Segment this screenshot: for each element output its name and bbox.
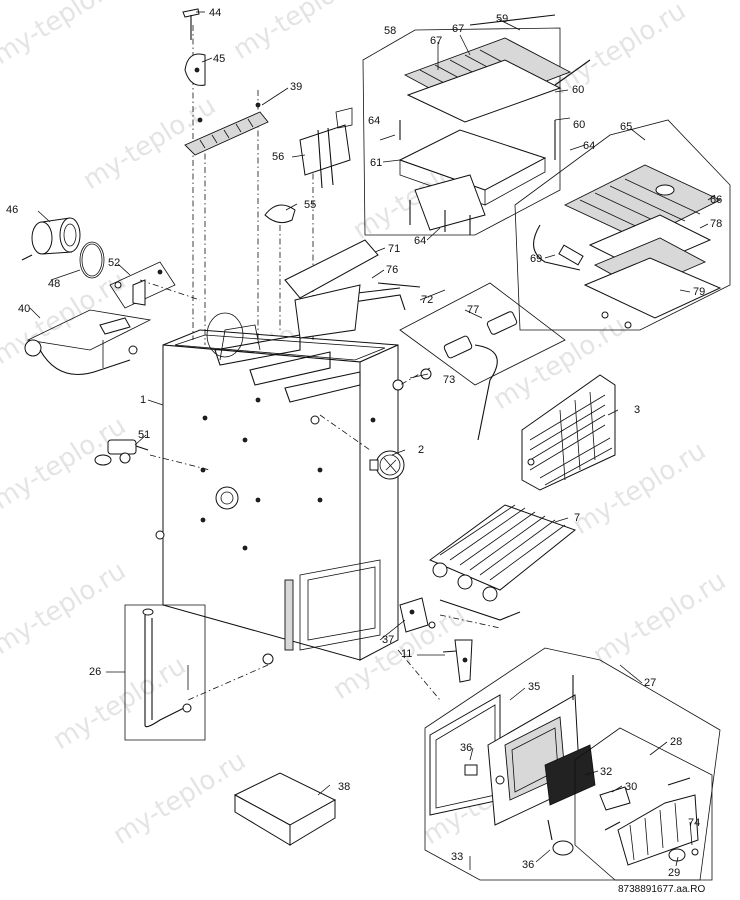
label-56: 56 xyxy=(272,151,284,163)
label-52: 52 xyxy=(108,257,120,269)
part-39-bracket xyxy=(184,102,269,156)
part-58-grate-assembly xyxy=(362,14,591,236)
part-72-sensor-group xyxy=(399,282,566,441)
part-71-76-plates xyxy=(284,239,421,339)
label-35: 35 xyxy=(528,681,540,693)
watermark-text: my-teplo.ru xyxy=(0,556,131,661)
part-2-gauge xyxy=(369,450,405,480)
label-48: 48 xyxy=(48,278,60,290)
label-26: 26 xyxy=(89,666,101,678)
label-7: 7 xyxy=(574,512,580,524)
part-37-bracket xyxy=(399,597,473,683)
label-64-upper: 64 xyxy=(368,115,380,127)
label-46: 46 xyxy=(6,204,18,216)
label-60-upper: 60 xyxy=(572,84,584,96)
label-45: 45 xyxy=(213,53,225,65)
label-29: 29 xyxy=(668,867,680,879)
leader-lines xyxy=(29,11,716,870)
part-28-inner-door xyxy=(574,727,713,881)
drawing-code: 8738891677.aa.RO xyxy=(618,884,706,895)
part-65-grate-assembly xyxy=(514,119,731,331)
label-73: 73 xyxy=(443,374,455,386)
watermark-text: my-teplo.ru xyxy=(0,411,131,516)
part-45-disc xyxy=(184,53,206,86)
label-44: 44 xyxy=(209,7,221,19)
label-33: 33 xyxy=(451,851,463,863)
label-61: 61 xyxy=(370,157,382,169)
part-27-door-assembly xyxy=(424,647,721,881)
watermark-text: my-teplo.ru xyxy=(0,266,131,371)
label-32: 32 xyxy=(600,766,612,778)
part-52-bracket xyxy=(109,261,176,309)
watermark-text: my-teplo.ru xyxy=(108,746,251,851)
label-64-right: 64 xyxy=(583,140,595,152)
part-26-handle xyxy=(124,604,206,741)
label-28: 28 xyxy=(670,736,682,748)
part-40-lever xyxy=(24,309,152,375)
part-44-pin xyxy=(182,8,200,40)
label-77: 77 xyxy=(467,304,479,316)
part-48-gasket xyxy=(79,241,105,279)
part-51-drain-valve xyxy=(94,439,149,466)
label-76: 76 xyxy=(386,264,398,276)
watermark-text: my-teplo.ru xyxy=(228,0,371,66)
label-36-upper: 36 xyxy=(460,742,472,754)
label-58: 58 xyxy=(384,25,396,37)
part-7-grate-bars xyxy=(428,504,577,621)
label-69: 69 xyxy=(530,253,542,265)
part-46-flue-collar xyxy=(21,217,81,261)
label-78: 78 xyxy=(710,218,722,230)
label-64-lower: 64 xyxy=(414,235,426,247)
watermark-text: my-teplo.ru xyxy=(588,566,731,671)
label-71: 71 xyxy=(388,243,400,255)
label-37: 37 xyxy=(382,634,394,646)
label-79: 79 xyxy=(693,286,705,298)
part-56-damper xyxy=(299,107,353,189)
label-65: 65 xyxy=(620,121,632,133)
label-67-left: 67 xyxy=(430,35,442,47)
label-74: 74 xyxy=(688,817,700,829)
boiler-body xyxy=(155,312,404,665)
label-67-right: 67 xyxy=(452,23,464,35)
label-3: 3 xyxy=(634,404,640,416)
watermark-text: my-teplo.ru xyxy=(0,0,131,71)
label-51: 51 xyxy=(138,429,150,441)
label-27: 27 xyxy=(644,677,656,689)
label-39: 39 xyxy=(290,81,302,93)
label-1: 1 xyxy=(140,394,146,406)
label-2: 2 xyxy=(418,444,424,456)
label-60-lower: 60 xyxy=(573,119,585,131)
label-55: 55 xyxy=(304,199,316,211)
label-38: 38 xyxy=(338,781,350,793)
label-40: 40 xyxy=(18,303,30,315)
label-72: 72 xyxy=(421,294,433,306)
part-labels: 44 45 39 56 55 71 76 72 77 73 1 2 3 7 51… xyxy=(6,7,722,879)
part-38-ash-tray xyxy=(233,772,337,846)
label-11: 11 xyxy=(401,648,412,660)
part-3-exchanger xyxy=(521,374,616,491)
label-59: 59 xyxy=(496,13,508,25)
watermark-text: my-teplo.ru xyxy=(548,0,691,101)
label-30: 30 xyxy=(625,781,637,793)
label-36-lower: 36 xyxy=(522,859,534,871)
label-66: 66 xyxy=(710,194,722,206)
